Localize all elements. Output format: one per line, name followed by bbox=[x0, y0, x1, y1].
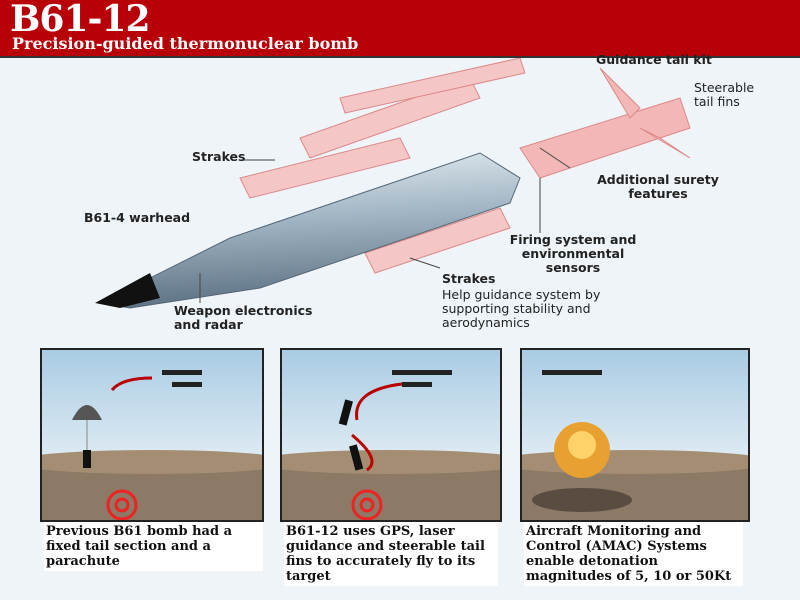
panel-guided bbox=[280, 348, 502, 522]
nose-cone bbox=[95, 273, 160, 308]
label-firing-system: Firing system and environmental sensors bbox=[509, 232, 637, 275]
warhead-body bbox=[98, 152, 521, 309]
label-electronics: Weapon electronics and radar bbox=[174, 303, 313, 332]
label-warhead: B61-4 warhead bbox=[84, 210, 191, 225]
caption-panel-3: Aircraft Monitoring and Control (AMAC) S… bbox=[524, 522, 743, 586]
header-banner: B61-12 Precision-guided thermonuclear bo… bbox=[0, 0, 800, 58]
caption-panel-2: B61-12 uses GPS, laser guidance and stee… bbox=[284, 522, 498, 586]
label-surety: Additional surety features bbox=[597, 172, 719, 201]
label-steerable-fins: Steerable tail fins bbox=[694, 80, 755, 109]
label-strakes-bottom: Strakes bbox=[442, 271, 496, 286]
panel-parachute bbox=[40, 348, 264, 522]
page-subtitle: Precision-guided thermonuclear bomb bbox=[12, 34, 359, 53]
label-strakes-top: Strakes bbox=[192, 149, 246, 164]
bomb-exploded-diagram bbox=[95, 58, 691, 309]
strakes-top-part bbox=[239, 58, 526, 199]
panel-detonation bbox=[520, 348, 750, 522]
page-title: B61-12 bbox=[10, 0, 151, 40]
label-strakes-desc: Help guidance system by supporting stabi… bbox=[442, 287, 601, 330]
label-guidance-tail-kit: Guidance tail kit bbox=[596, 52, 712, 67]
strakes-bottom-part bbox=[364, 207, 511, 274]
tail-kit-part bbox=[519, 67, 691, 179]
caption-panel-1: Previous B61 bomb had a fixed tail secti… bbox=[44, 522, 263, 571]
